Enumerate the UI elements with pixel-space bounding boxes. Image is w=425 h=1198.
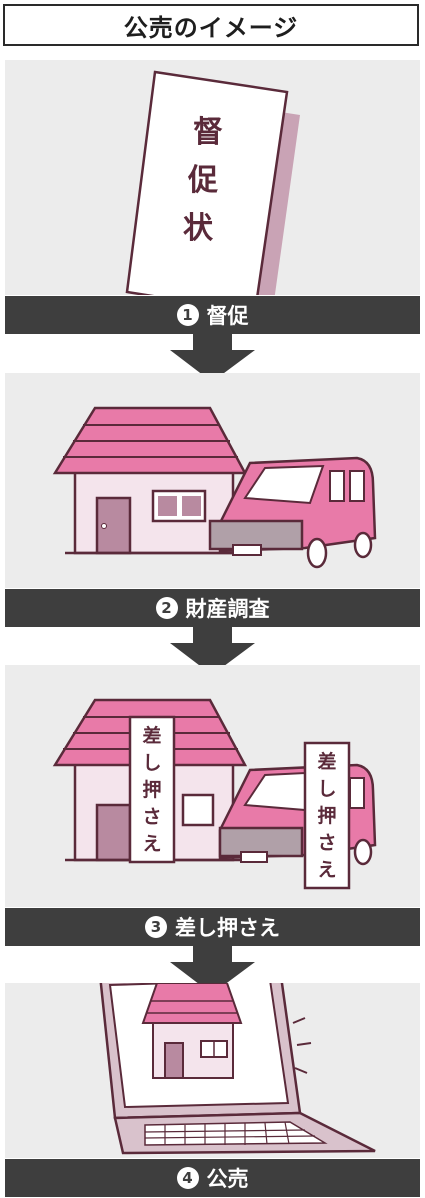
arrow-down-icon <box>170 946 255 994</box>
step-number-2: 2 <box>155 597 178 619</box>
document-illustration: 督 促 状 <box>125 70 300 295</box>
step-number-3: 3 <box>145 916 167 938</box>
step-3-text: 差し押さえ <box>175 916 280 940</box>
document-char-3: 状 <box>183 211 214 246</box>
house-tag-char-1: 差 <box>142 724 161 747</box>
step-1-text: 督促 <box>206 304 249 328</box>
car-tag-char-4: さ <box>317 832 336 854</box>
house-tag-char-3: 押 <box>142 778 161 801</box>
step-2-panel <box>5 373 420 588</box>
step-number-4: 4 <box>176 1167 199 1189</box>
step-2-label: 2 財産調査 <box>5 589 420 627</box>
step-2-text: 財産調査 <box>185 597 270 621</box>
document-char-2: 促 <box>187 163 218 198</box>
arrow-down-icon <box>170 334 255 382</box>
step-4-panel <box>5 983 420 1158</box>
house-car-illustration <box>52 406 377 569</box>
step-3-label: 3 差し押さえ <box>5 908 420 946</box>
house-tag-char-5: え <box>142 833 161 855</box>
car-tag-char-5: え <box>317 859 336 881</box>
document-char-1: 督 <box>193 115 223 150</box>
laptop-auction-illustration <box>99 983 376 1155</box>
step-4-label: 4 公売 <box>5 1159 420 1197</box>
step-number-1: 1 <box>176 304 199 326</box>
seized-house-car-illustration: 差 し 押 さ え 差 し 押 さ え <box>52 698 377 890</box>
car-tag-char-2: し <box>317 778 336 800</box>
house-tag-char-4: さ <box>142 806 161 828</box>
house-tag-char-2: し <box>142 752 161 774</box>
step-3-panel: 差 し 押 さ え 差 し 押 さ え <box>5 665 420 907</box>
step-1-label: 1 督促 <box>5 296 420 334</box>
arrow-down-icon <box>170 627 255 675</box>
car-tag-char-3: 押 <box>317 804 336 827</box>
step-1-panel: 督 促 状 <box>5 60 420 295</box>
page-title: 公売のイメージ <box>3 4 419 46</box>
step-4-text: 公売 <box>206 1167 249 1191</box>
car-tag-char-1: 差 <box>317 750 336 773</box>
